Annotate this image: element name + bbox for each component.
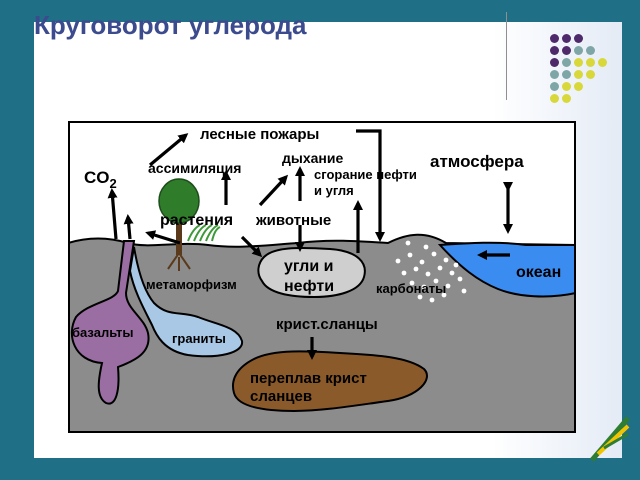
label-metamorphism: метаморфизм [146,277,237,292]
label-schists: крист.сланцы [276,316,378,333]
label-animals: животные [255,212,331,229]
label-plants: растения [160,212,233,229]
decor-dot [598,58,607,67]
diagram-frame [68,121,576,433]
arrow-assimilation [148,133,189,167]
decor-dot [574,82,583,91]
label-combustion-2: и угля [314,183,354,198]
ocean [437,241,576,298]
arrow-granite-to-atmosphere [123,214,134,240]
label-ocean: океан [516,264,561,281]
decor-dot [562,46,571,55]
melt-zone [232,350,428,413]
label-co2-main: CO [84,168,110,187]
arrow-basalt-to-co2 [107,188,118,240]
decor-dot [574,46,583,55]
decor-dot [574,58,583,67]
arrow-respiration [258,174,289,207]
label-co2: CO2 [84,168,117,191]
carbon-cycle-diagram: лесные пожары CO2 ассимиляция дыхание сг… [68,121,576,433]
label-coal-oil-1: угли и [284,258,333,275]
decor-dot [550,46,559,55]
label-forest-fires: лесные пожары [200,126,319,143]
label-coal-oil-2: нефти [284,278,334,295]
label-respiration: дыхание [282,150,343,166]
decor-dot [562,58,571,67]
decor-dot [574,34,583,43]
decor-dot [550,70,559,79]
decor-dot [550,58,559,67]
flow-arrows [107,129,513,360]
grass-icon [187,224,221,242]
decor-dot [574,70,583,79]
label-melt-2: сланцев [250,388,312,405]
tree-icon [158,178,200,271]
label-basalts: базальты [72,325,134,340]
decor-dot [550,82,559,91]
decor-dot [586,58,595,67]
coal-oil-deposit [257,246,366,299]
label-atmosphere: атмосфера [430,152,524,171]
decor-dot [562,34,571,43]
arrow-plants-to-coal [240,235,263,258]
corner-decoration-icon [590,416,630,462]
decor-dot [550,34,559,43]
label-carbonates: карбонаты [376,281,446,296]
slide-title: Круговорот углерода [34,10,307,40]
label-assimilation: ассимиляция [148,160,241,176]
decor-dot [562,82,571,91]
label-co2-subscript: 2 [110,176,117,191]
decor-dot [562,94,571,103]
arrow-fires-to-ocean [356,129,385,242]
decor-dot [562,70,571,79]
decor-dot [586,70,595,79]
arrow-plant-to-granite [145,230,181,245]
label-granites: граниты [172,331,226,346]
decor-dot [550,94,559,103]
title-divider [506,12,507,100]
granite-body [128,246,244,358]
basalt-body [71,240,150,405]
label-melt-1: переплав крист [250,370,367,387]
carbonate-sediments [395,240,467,303]
decor-dot [586,46,595,55]
label-combustion-1: сгорание нефти [314,167,417,182]
